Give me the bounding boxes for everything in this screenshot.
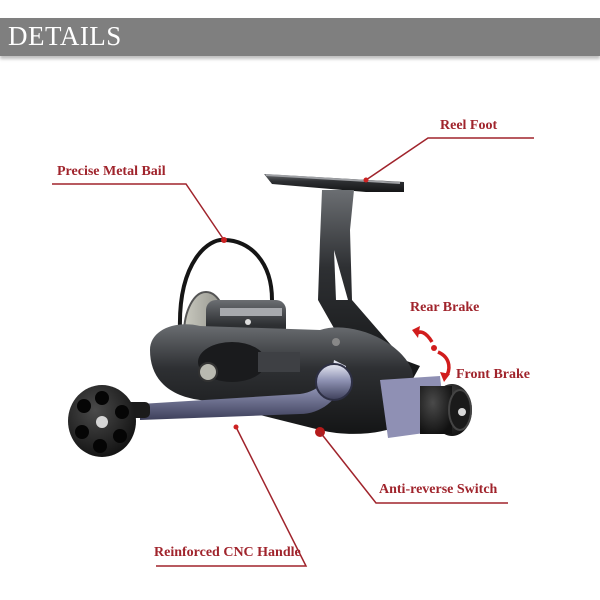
callout-reinforced-cnc-handle: Reinforced CNC Handle	[154, 545, 301, 560]
callout-lines	[52, 137, 534, 567]
callout-rear-brake: Rear Brake	[410, 300, 480, 315]
details-title: DETAILS	[8, 21, 122, 51]
callout-front-brake: Front Brake	[456, 367, 531, 382]
rear-drag-knob	[380, 376, 472, 438]
callout-anti-reverse-switch: Anti-reverse Switch	[379, 482, 498, 497]
callout-reel-foot: Reel Foot	[440, 118, 498, 133]
callout-precise-metal-bail: Precise Metal Bail	[57, 164, 166, 179]
brake-arrows-icon	[414, 330, 451, 378]
details-header-bar: DETAILS	[0, 18, 600, 56]
handle-knob	[68, 385, 136, 457]
reel-foot	[264, 174, 404, 192]
cnc-handle	[124, 360, 353, 420]
reel-body	[150, 324, 420, 434]
